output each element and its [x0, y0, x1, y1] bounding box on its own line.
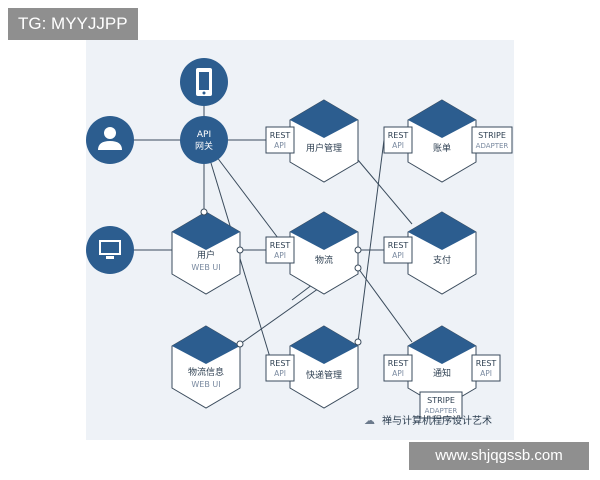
svg-text:API: API — [392, 141, 404, 150]
brand-text: 禅与计算机程序设计艺术 — [382, 414, 492, 427]
monitor-icon — [99, 240, 121, 259]
service-billing[interactable]: 账单 — [407, 99, 477, 183]
api-gateway[interactable]: API 网关 — [180, 116, 228, 164]
service-user-web-ui[interactable]: 用户 WEB UI — [171, 211, 241, 295]
service-label: 用户 — [197, 249, 215, 261]
rest-api-tag-notification-right: REST API — [471, 354, 501, 382]
rest-api-tag-user-management: REST API — [265, 126, 295, 154]
rest-api-tag-payment: REST API — [383, 236, 413, 264]
svg-text:API: API — [480, 369, 492, 378]
service-notification[interactable]: 通知 — [407, 325, 477, 409]
watermark-top: TG: MYYJJPP — [8, 8, 138, 40]
svg-text:REST: REST — [270, 241, 291, 250]
service-sublabel: WEB UI — [191, 263, 220, 272]
user-client[interactable] — [86, 116, 134, 164]
svg-text:REST: REST — [270, 359, 291, 368]
rest-api-tag-billing: REST API — [383, 126, 413, 154]
service-sublabel: WEB UI — [191, 380, 220, 389]
user-icon — [98, 127, 122, 150]
desktop-client[interactable] — [86, 226, 134, 274]
service-delivery-management[interactable]: 快递管理 — [289, 325, 359, 409]
svg-text:API: API — [274, 251, 286, 260]
service-label: 快递管理 — [306, 369, 342, 381]
service-label: 物流 — [315, 254, 333, 266]
stripe-adapter-tag-notification: STRIPE ADAPTER — [419, 391, 463, 419]
service-logistics-web-ui[interactable]: 物流信息 WEB UI — [171, 325, 241, 409]
service-label: 物流信息 — [188, 366, 224, 378]
rest-api-tag-logistics: REST API — [265, 236, 295, 264]
mobile-client[interactable] — [180, 58, 228, 106]
service-payment[interactable]: 支付 — [407, 211, 477, 295]
svg-text:API: API — [392, 369, 404, 378]
junction-dots — [200, 208, 362, 348]
svg-text:STRIPE: STRIPE — [427, 396, 455, 405]
svg-text:API: API — [274, 141, 286, 150]
svg-text:ADAPTER: ADAPTER — [425, 407, 458, 415]
connection-lines — [104, 82, 413, 365]
service-user-management[interactable]: 用户管理 — [289, 99, 359, 183]
watermark-bottom: www.shjqgssb.com — [409, 442, 589, 470]
mobile-icon — [196, 68, 212, 96]
service-label: 通知 — [433, 367, 451, 379]
service-label: 账单 — [433, 142, 451, 154]
svg-text:REST: REST — [388, 131, 409, 140]
svg-text:REST: REST — [270, 131, 291, 140]
svg-text:ADAPTER: ADAPTER — [476, 142, 509, 150]
service-label: 支付 — [433, 254, 451, 266]
service-label: 用户管理 — [306, 142, 342, 154]
svg-text:REST: REST — [388, 241, 409, 250]
svg-text:STRIPE: STRIPE — [478, 131, 506, 140]
rest-api-tag-notification-left: REST API — [383, 354, 413, 382]
svg-text:API: API — [392, 251, 404, 260]
rest-api-tag-delivery: REST API — [265, 354, 295, 382]
svg-text:REST: REST — [388, 359, 409, 368]
brand-mark: ☁ 禅与计算机程序设计艺术 — [364, 414, 492, 427]
svg-text:API: API — [274, 369, 286, 378]
gateway-label-2: 网关 — [195, 140, 213, 152]
gateway-label-1: API — [197, 130, 211, 140]
service-logistics[interactable]: 物流 — [289, 211, 359, 295]
wechat-icon: ☁ — [364, 414, 375, 427]
svg-text:REST: REST — [476, 359, 497, 368]
stripe-adapter-tag-billing: STRIPE ADAPTER — [471, 126, 513, 154]
